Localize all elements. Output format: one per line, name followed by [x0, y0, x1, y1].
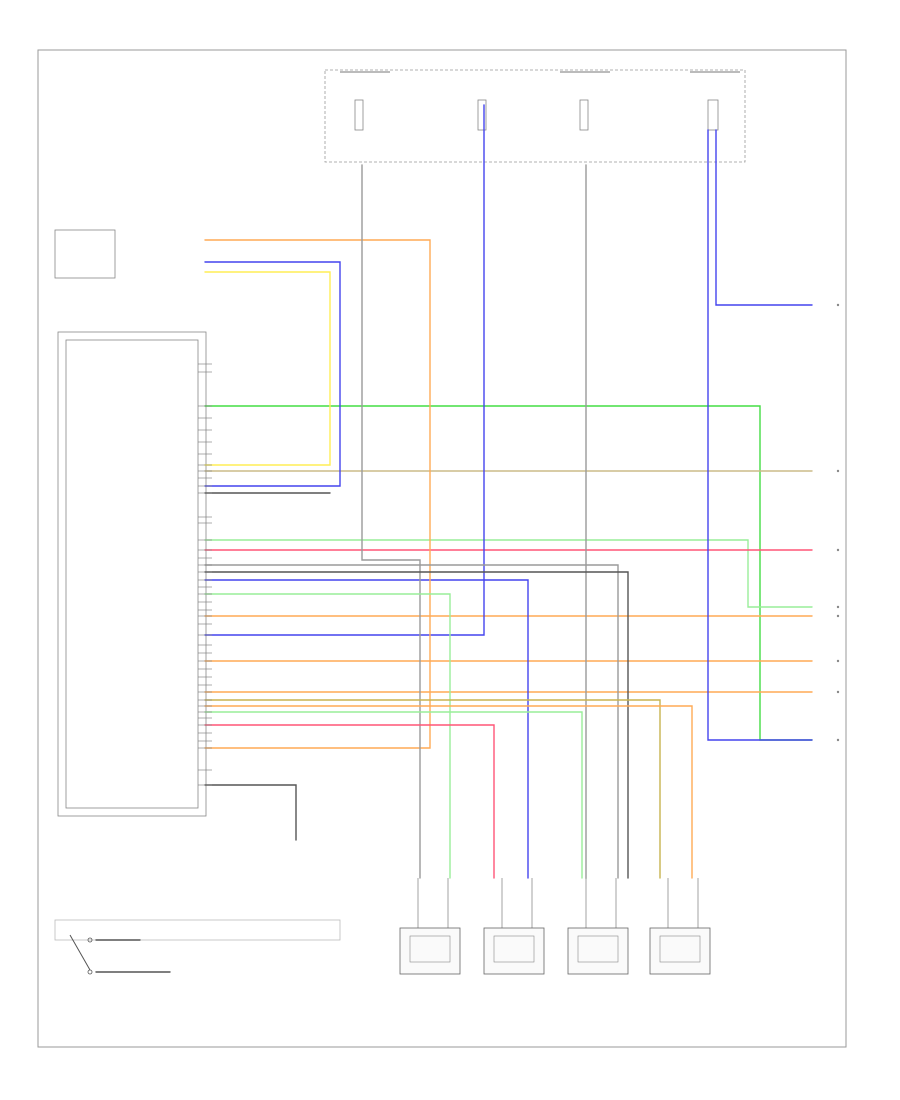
wire-blue-feed: [707, 129, 813, 741]
switch-box: [54, 919, 341, 941]
wire-ltgreen-s3: [204, 711, 583, 879]
terminal-4: [836, 605, 840, 609]
fuse-box-details: [340, 71, 740, 131]
right-terminals: [836, 303, 840, 742]
wire-blue-upper: [204, 261, 341, 487]
wire-black-ground: [204, 784, 297, 841]
terminal-6: [836, 659, 840, 663]
wire-ltgreen-s1: [204, 593, 451, 879]
terminal-7: [836, 690, 840, 694]
wire-blue-mid: [204, 104, 485, 636]
left-connector-box: [54, 229, 116, 279]
wire-olive-s4: [204, 699, 661, 879]
terminal-1: [836, 303, 840, 307]
wire-blue-sensor2: [204, 579, 529, 879]
control-module-inner: [65, 339, 199, 809]
sensor-3: [567, 878, 629, 975]
control-module-box: [57, 331, 207, 817]
wire-yellow-upper: [204, 271, 331, 466]
switch-symbol: [69, 934, 93, 975]
wire-green-main: [204, 405, 813, 741]
wires-layer: [95, 104, 813, 973]
terminal-2: [836, 469, 840, 473]
wire-blue-top: [715, 129, 813, 306]
wire-orange-upper: [204, 239, 431, 749]
wire-red-s2: [204, 724, 495, 879]
terminal-8: [836, 738, 840, 742]
diagram-frame: [37, 49, 847, 1048]
wire-black-1: [204, 571, 629, 879]
wire-orange-s4: [204, 705, 693, 879]
terminal-5: [836, 614, 840, 618]
sensors-layer: [399, 878, 711, 975]
terminal-3: [836, 548, 840, 552]
sensor-4: [649, 878, 711, 975]
module-pins: [198, 363, 212, 786]
sensor-1: [399, 878, 461, 975]
wire-gray-2: [361, 164, 421, 879]
wire-green-2: [204, 539, 813, 608]
sensor-2: [483, 878, 545, 975]
wire-gray-1: [204, 564, 619, 879]
fuse-box: [324, 69, 746, 163]
